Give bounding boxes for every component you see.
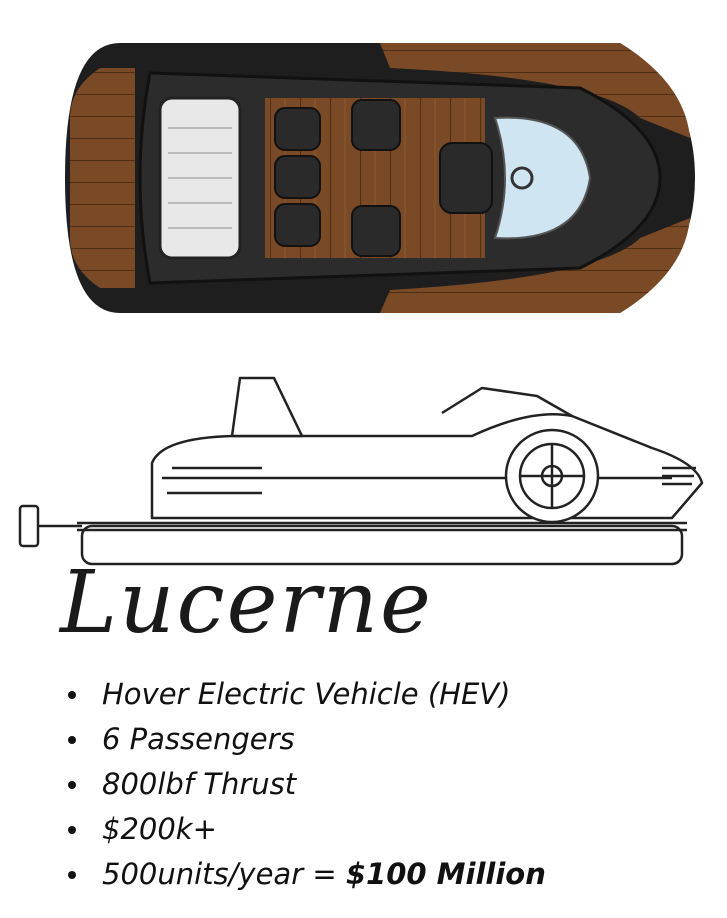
spec-item: $200k+: [68, 807, 546, 852]
windscreen: [441, 386, 573, 418]
spec-list: Hover Electric Vehicle (HEV) 6 Passenger…: [68, 672, 546, 897]
revenue-highlight: $100 Million: [345, 857, 546, 891]
seat: [274, 107, 321, 151]
seat: [351, 205, 401, 257]
vehicle-side-view-illustration: [18, 376, 704, 566]
product-name: Lucerne: [60, 553, 433, 653]
seat: [274, 203, 321, 247]
seat: [274, 155, 321, 199]
spec-text: $200k+: [102, 812, 217, 846]
spec-text: 800lbf Thrust: [102, 767, 297, 801]
rear-fin: [230, 376, 304, 438]
wood-deck-back: [380, 218, 690, 313]
bullet-icon: [68, 735, 76, 744]
windshield: [493, 116, 592, 240]
bullet-icon: [68, 690, 76, 699]
spec-text: 6 Passengers: [102, 722, 295, 756]
hover-skirt: [80, 524, 684, 566]
steering-wheel: [510, 166, 534, 190]
spec-text-prefix: 500units/year =: [102, 857, 346, 891]
bullet-icon: [68, 825, 76, 834]
wood-deck-front: [380, 43, 690, 138]
spec-item: Hover Electric Vehicle (HEV): [68, 672, 546, 717]
seat: [351, 99, 401, 151]
seat: [439, 142, 493, 214]
spec-text: Hover Electric Vehicle (HEV): [102, 677, 511, 711]
bullet-icon: [68, 780, 76, 789]
spec-item-revenue: 500units/year = $100 Million: [68, 852, 546, 897]
rear-thruster: [18, 504, 40, 548]
bullet-icon: [68, 870, 76, 879]
wood-deck-rear: [70, 68, 135, 288]
spec-item: 6 Passengers: [68, 717, 546, 762]
vehicle-top-view-illustration: [65, 43, 695, 313]
spec-item: 800lbf Thrust: [68, 762, 546, 807]
